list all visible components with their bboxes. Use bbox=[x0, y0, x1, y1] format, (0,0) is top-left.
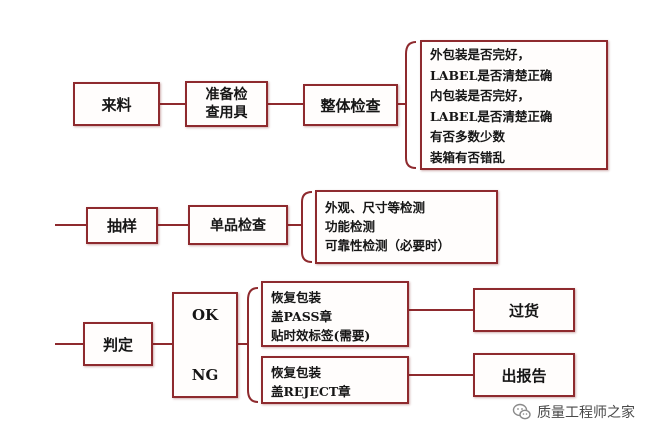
node-ok-actions: 恢复包装 盖PASS章 贴时效标签(需要) bbox=[261, 281, 409, 347]
wechat-icon bbox=[512, 403, 531, 420]
ok-action: 恢复包装 bbox=[271, 290, 322, 305]
node-judgement: 判定 bbox=[83, 322, 153, 366]
watermark-text: 质量工程师之家 bbox=[537, 405, 635, 421]
ng-action: 恢复包装 bbox=[271, 365, 322, 380]
node-overall-items: 外包装是否完好， LABEL是否清楚正确 内包装是否完好， LABEL是否清楚正… bbox=[420, 40, 608, 170]
overall-item: 内包装是否完好， bbox=[430, 88, 531, 103]
unit-item: 功能检测 bbox=[325, 219, 376, 234]
ok-action: 盖PASS章 bbox=[271, 309, 332, 324]
node-report-result: 出报告 bbox=[473, 353, 575, 397]
ng-action: 盖REJECT章 bbox=[271, 384, 351, 399]
overall-item: 装箱有否错乱 bbox=[430, 149, 506, 165]
ok-action: 贴时效标签(需要) bbox=[271, 328, 371, 343]
overall-item: 有否多数少数 bbox=[430, 129, 506, 144]
node-ng-actions: 恢复包装 盖REJECT章 bbox=[261, 356, 409, 404]
unit-item: 外观、尺寸等检测 bbox=[325, 200, 426, 215]
overall-item: 外包装是否完好， bbox=[430, 47, 531, 62]
node-prepare-tools: 准备检 查用具 bbox=[185, 81, 268, 127]
node-judgement-label: 判定 bbox=[102, 335, 133, 354]
node-pass-result-label: 过货 bbox=[508, 301, 539, 320]
node-unit-inspection: 单品检查 bbox=[188, 205, 288, 245]
watermark: 质量工程师之家 bbox=[512, 400, 635, 424]
node-unit-items: 外观、尺寸等检测 功能检测 可靠性检测（必要时） bbox=[315, 190, 498, 264]
node-sampling: 抽样 bbox=[86, 207, 158, 244]
node-overall-inspection: 整体检查 bbox=[303, 84, 398, 126]
verdict-ng-label: NG bbox=[191, 366, 219, 384]
node-sampling-label: 抽样 bbox=[106, 217, 137, 235]
overall-item: LABEL是否清楚正确 bbox=[430, 67, 553, 83]
node-unit-inspection-label: 单品检查 bbox=[210, 218, 266, 234]
overall-item: LABEL是否清楚正确 bbox=[430, 108, 553, 124]
brace-unit-items bbox=[301, 191, 313, 263]
node-prepare-tools-line-1: 准备检 bbox=[205, 87, 248, 103]
unit-item: 可靠性检测（必要时） bbox=[325, 238, 451, 253]
node-pass-result: 过货 bbox=[473, 288, 575, 332]
node-prepare-tools-line-2: 查用具 bbox=[205, 105, 248, 121]
node-overall-inspection-label: 整体检查 bbox=[320, 96, 381, 115]
node-incoming: 来料 bbox=[73, 82, 160, 126]
verdict-ok-label: OK bbox=[191, 306, 219, 324]
node-report-result-label: 出报告 bbox=[501, 366, 547, 385]
brace-overall-items bbox=[405, 41, 417, 169]
node-verdict bbox=[172, 292, 238, 398]
node-incoming-label: 来料 bbox=[101, 95, 132, 114]
brace-verdict bbox=[247, 287, 259, 403]
